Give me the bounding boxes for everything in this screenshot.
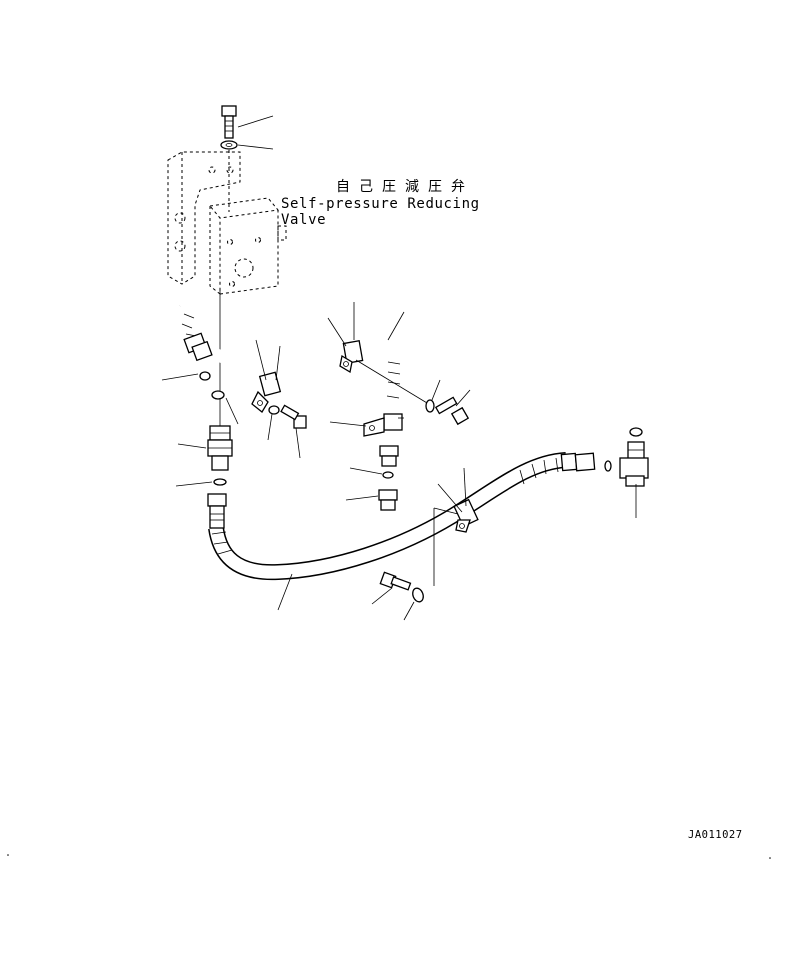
leader-line bbox=[463, 467, 467, 507]
clamp-icon bbox=[339, 340, 364, 374]
bracket-icon bbox=[167, 151, 241, 285]
washer-icon bbox=[412, 587, 424, 603]
bolt-icon bbox=[221, 105, 237, 139]
center-line bbox=[355, 359, 433, 407]
valve-block-icon bbox=[209, 197, 287, 296]
leader-line bbox=[255, 339, 267, 381]
adapter-icon bbox=[378, 489, 398, 511]
o-ring-icon bbox=[629, 427, 643, 437]
washer-icon bbox=[425, 399, 435, 413]
component-title-en: Self-pressure Reducing Valve bbox=[281, 196, 480, 228]
elbow-fitting-icon bbox=[619, 441, 649, 487]
bolt-icon bbox=[434, 396, 470, 426]
leader-line bbox=[237, 144, 274, 150]
leader-line bbox=[237, 115, 274, 128]
bolt-icon bbox=[280, 404, 307, 429]
leader-line bbox=[175, 481, 213, 487]
drawing-code: JA011027 bbox=[688, 829, 743, 841]
leader-line bbox=[437, 483, 463, 513]
component-title-cn: 自己圧減圧弁 bbox=[336, 179, 474, 195]
leader-line bbox=[327, 317, 347, 347]
clamp-icon bbox=[453, 498, 479, 533]
leader-line bbox=[349, 467, 383, 475]
center-line bbox=[433, 507, 459, 515]
o-ring-icon bbox=[382, 471, 394, 479]
hose-fitting bbox=[183, 332, 399, 467]
leader-line bbox=[345, 495, 379, 501]
leader-line bbox=[431, 379, 441, 401]
washer-icon bbox=[268, 405, 280, 415]
leader-line bbox=[403, 601, 415, 621]
leader-line bbox=[225, 397, 239, 425]
leader-line bbox=[387, 311, 405, 341]
leader-line bbox=[371, 587, 393, 605]
leader-line bbox=[161, 373, 199, 381]
leader-line bbox=[295, 427, 301, 459]
leader-line bbox=[275, 345, 281, 381]
leader-line bbox=[177, 443, 207, 449]
leader-line bbox=[277, 573, 293, 611]
o-ring-icon bbox=[211, 390, 225, 400]
o-ring-icon bbox=[199, 371, 211, 381]
page-speck bbox=[7, 854, 9, 856]
leader-line bbox=[329, 421, 367, 427]
hose-fitting bbox=[207, 452, 596, 529]
o-ring-icon bbox=[604, 460, 612, 472]
clamp-icon bbox=[363, 413, 403, 437]
adapter-icon bbox=[207, 425, 233, 471]
bolt-icon bbox=[379, 571, 412, 591]
leader-line bbox=[455, 389, 471, 407]
hose-icon bbox=[208, 452, 567, 581]
leader-line bbox=[267, 413, 273, 441]
clamp-icon bbox=[251, 371, 282, 413]
washer-icon bbox=[220, 140, 238, 150]
page-speck bbox=[769, 857, 771, 859]
o-ring-icon bbox=[213, 478, 227, 486]
